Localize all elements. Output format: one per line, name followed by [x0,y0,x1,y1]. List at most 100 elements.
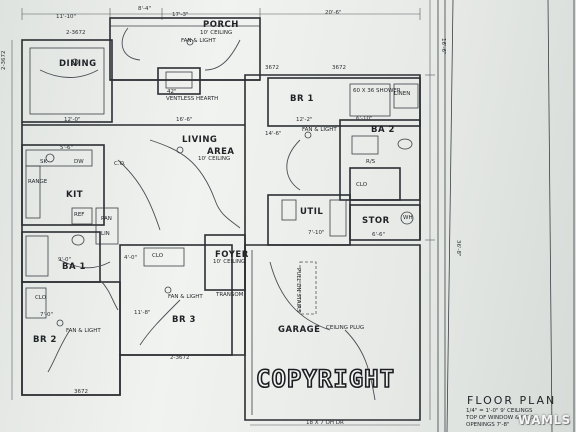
sink [45,153,55,163]
wire [59,259,111,269]
toilet-ba1 [71,234,85,246]
dim-stor-w: 6'-6" [372,232,386,238]
room-label-kit: KIT [66,190,84,200]
note-porch-ceiling: 10' CEILING [200,30,233,36]
dim-br1-w: 12'-2" [296,117,313,123]
br2-walls [21,281,121,396]
note-co: C.O. [114,161,126,167]
dim-right-total: 36'-8" [455,240,461,257]
note-pan: PAN [101,216,112,222]
note-porch-fan: FAN & LIGHT [181,38,216,44]
util-cabinet [281,199,297,221]
note-clo-br2: CLO [35,295,47,301]
light-fixture [304,131,312,139]
dryer-space [329,199,347,237]
room-label-util: UTIL [300,207,324,217]
floor-plan-window-note: TOP OF WINDOW & DOOR [466,415,538,421]
vanity [351,135,379,155]
dim-top-right: 20'-6" [325,10,342,16]
dim-door-3672a: 3672 [265,65,279,71]
wire [269,261,331,331]
room-label-br2: BR 2 [33,335,57,345]
dim-top-mid2: 17'-3" [172,12,189,18]
ref-space [71,207,93,225]
note-dw: DW [74,159,84,165]
note-sink: SK [40,159,48,165]
hearth [157,67,201,95]
dim-util-d: 7'-10" [308,230,325,236]
dim-door-2672: 2-3672 [66,30,86,36]
copyright-stamp: COPYRIGHT [255,365,396,393]
light-fixture [56,319,64,327]
hearth-inner [165,71,193,89]
note-foyer-ceiling: 10' CEILING [213,259,246,265]
room-label-ba1: BA 1 [62,262,86,272]
pantry [95,207,119,245]
stor-walls [349,204,421,241]
light-fixture [164,286,172,294]
kitchen-counter-side [25,165,41,219]
br1-walls [267,77,421,127]
border-line [446,0,454,432]
room-label-garage: GARAGE [278,325,321,335]
wire [149,139,241,229]
dim-foyer-w: 4'-0" [124,255,138,261]
dim-left-side: 2-3672 [1,50,7,70]
room-label-stor: STOR [362,216,390,226]
dim-br1-d: 14'-6" [265,131,282,137]
tub [25,235,49,277]
note-living-ceiling: 10' CEILING [198,156,231,162]
wire [99,279,119,311]
closet-br3 [143,247,185,267]
note-pull-dn-stairs: PULL DN STAIRS [295,268,301,313]
toilet [397,138,413,150]
note-ref: REF [74,212,85,218]
note-clo-br3: CLO [152,253,164,259]
watermark: WAMLS [518,413,571,427]
dim-top-left: 11'-10" [56,14,77,20]
dim-br3-door: 2-3672 [170,355,190,361]
dining-walls [21,39,113,123]
wire [344,329,376,401]
note-lin: LIN [101,231,110,237]
note-ventless-hearth: VENTLESS HEARTH [166,96,219,102]
note-ceiling-plug: CEILING PLUG [326,325,365,331]
dim-kit-ceiling: 5'-6" [60,145,74,151]
linen-closet [393,83,419,109]
dim-br2-w: 7'-0" [40,312,54,318]
kitchen-walls [21,144,105,226]
floor-plan-scale-note: 1/4" = 1'-0" 9' CEILINGS [466,408,533,414]
room-label-dining: DINING [59,59,97,69]
dim-door-3672b: 3672 [332,65,346,71]
dim-top-mid1: 8'-4" [138,6,152,12]
wire [121,27,141,61]
note-br2-fan: FAN & LIGHT [66,328,101,334]
note-linen: LINEN [394,91,411,97]
floor-plan-title: FLOOR PLAN [467,394,557,407]
wire [286,139,301,191]
dim-ba2-w: 6'-10" [356,116,373,122]
dining-inner [29,47,105,115]
wire [47,329,71,373]
attic-stair [299,261,317,315]
room-label-foyer: FOYER [215,250,249,260]
light-fixture [186,38,194,46]
clo-ba2 [349,167,401,201]
light-fixture [176,146,184,154]
dim-ba1-w: 9'-0" [58,257,72,263]
room-label-br1: BR 1 [290,94,314,104]
dim-living-w: 16'-6" [176,117,193,123]
light-fixture [71,58,79,66]
note-rs: R/S [366,159,376,165]
note-transom: TRANSOM [216,292,244,298]
water-heater [400,211,414,225]
note-shower: 60 X 36 SHOWER [353,88,401,94]
dim-right-side: 16'-6" [440,38,446,55]
wire [39,69,99,78]
floor-plan-opening-note: OPENINGS 7'-8" [466,422,510,428]
note-br1-fan: FAN & LIGHT [302,127,337,133]
garage-walls [244,244,421,421]
room-label-br3: BR 3 [172,315,196,325]
